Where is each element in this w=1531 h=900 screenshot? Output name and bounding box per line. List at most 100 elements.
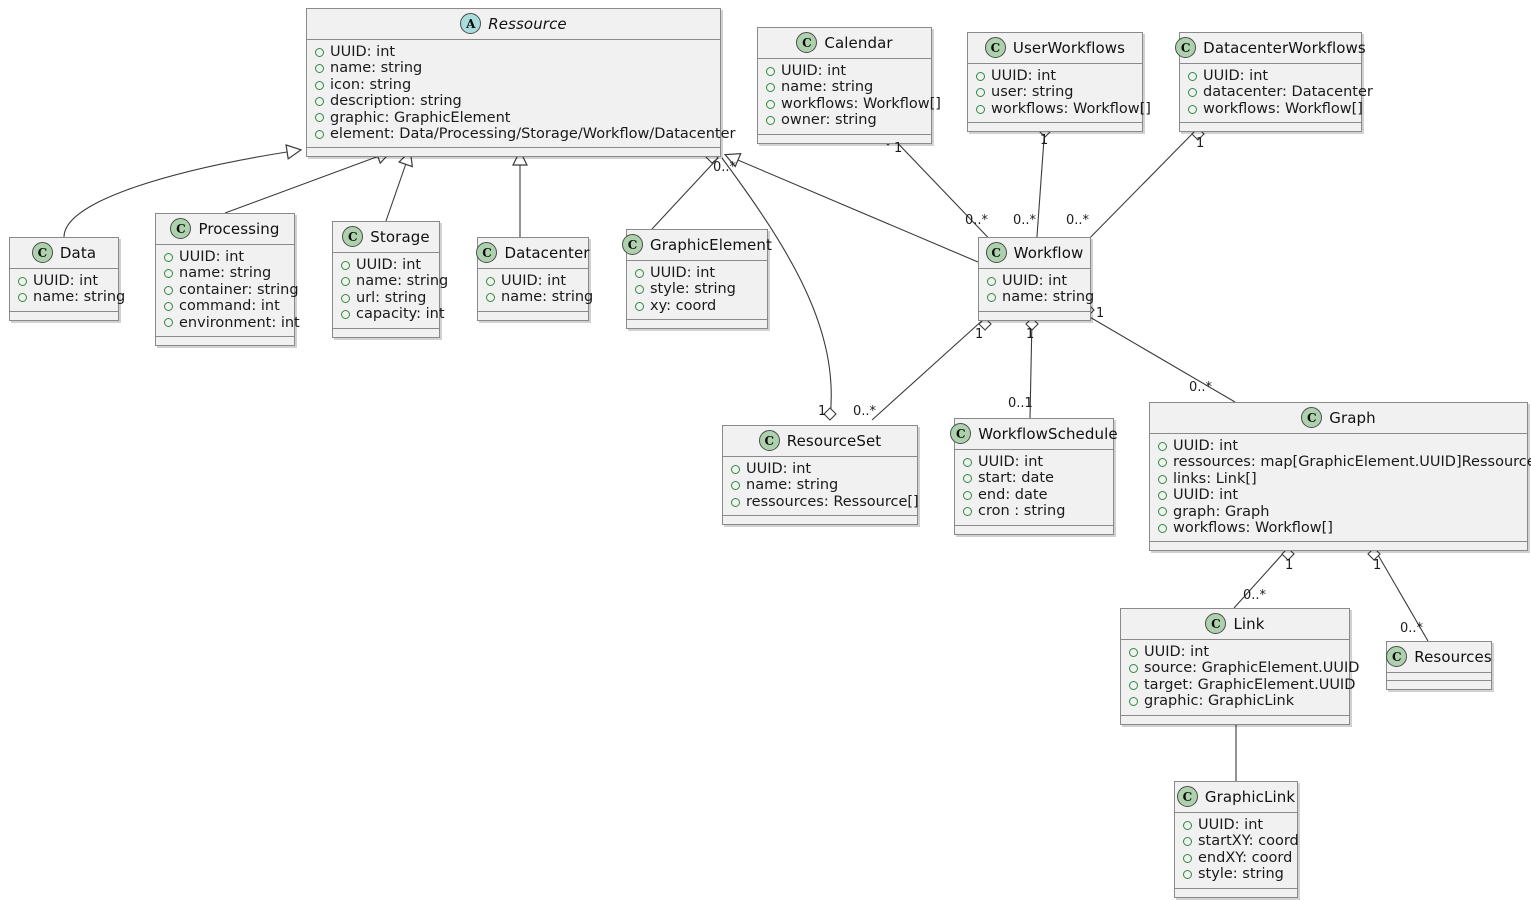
attribute-text: workflows: Workflow[] bbox=[991, 100, 1151, 117]
attribute-row: end: date bbox=[963, 487, 1105, 503]
visibility-public-icon bbox=[1158, 507, 1167, 517]
attribute-text: name: string bbox=[330, 60, 423, 77]
attribute-row: name: string bbox=[164, 265, 286, 281]
visibility-public-icon bbox=[1183, 853, 1192, 863]
multiplicity-label: 1 bbox=[818, 404, 827, 419]
operation-compartment-graphicelement bbox=[627, 320, 767, 329]
multiplicity-label: 1 bbox=[1096, 306, 1105, 321]
operation-compartment-data bbox=[10, 311, 118, 320]
attribute-text: name: string bbox=[356, 273, 449, 290]
attribute-row: url: string bbox=[341, 290, 431, 306]
attribute-row: UUID: int bbox=[766, 63, 923, 79]
operation-compartment-ressource bbox=[307, 148, 720, 157]
visibility-public-icon bbox=[18, 293, 27, 303]
visibility-public-icon bbox=[341, 293, 350, 303]
operation-compartment-graphiclink bbox=[1175, 888, 1297, 897]
class-name-workflow: Workflow bbox=[1013, 243, 1084, 262]
attribute-row: capacity: int bbox=[341, 306, 445, 322]
attribute-text: end: date bbox=[978, 486, 1048, 503]
attribute-compartment-resources bbox=[1387, 673, 1491, 681]
attribute-text: name: string bbox=[781, 79, 874, 96]
class-name-data: Data bbox=[59, 243, 97, 262]
class-icon: C bbox=[342, 226, 364, 247]
attribute-row: UUID: int bbox=[486, 273, 580, 289]
attribute-row: workflows: Workflow[] bbox=[766, 96, 941, 112]
class-icon: C bbox=[1176, 786, 1198, 807]
attribute-row: start: date bbox=[963, 470, 1105, 486]
attribute-text: source: GraphicElement.UUID bbox=[1144, 660, 1360, 677]
attribute-row: description: string bbox=[315, 93, 712, 109]
attribute-row: name: string bbox=[18, 289, 125, 305]
attribute-row: UUID: int bbox=[1188, 68, 1353, 84]
attribute-text: style: string bbox=[650, 281, 736, 298]
attribute-text: endXY: coord bbox=[1198, 849, 1293, 866]
visibility-public-icon bbox=[341, 277, 350, 287]
visibility-public-icon bbox=[1129, 647, 1138, 657]
visibility-public-icon bbox=[1183, 869, 1192, 879]
visibility-public-icon bbox=[486, 276, 495, 286]
class-name-link: Link bbox=[1233, 614, 1265, 633]
visibility-public-icon bbox=[164, 269, 173, 279]
attribute-row: UUID: int bbox=[1158, 487, 1519, 503]
attribute-text: ressources: Ressource[] bbox=[746, 493, 919, 510]
visibility-public-icon bbox=[766, 115, 775, 125]
attribute-text: UUID: int bbox=[356, 257, 422, 273]
attribute-row: style: string bbox=[635, 281, 759, 297]
attribute-text: command: int bbox=[179, 298, 280, 315]
attribute-text: container: string bbox=[179, 281, 299, 298]
attribute-row: command: int bbox=[164, 298, 286, 314]
attribute-row: graphic: GraphicLink bbox=[1129, 693, 1341, 709]
attribute-row: UUID: int bbox=[341, 257, 431, 273]
attribute-text: description: string bbox=[330, 93, 462, 110]
class-name-datacenter: Datacenter bbox=[504, 243, 590, 262]
multiplicity-label: 0..1 bbox=[1008, 396, 1033, 411]
attribute-row: UUID: int bbox=[976, 68, 1134, 84]
multiplicity-label: 1 bbox=[1196, 136, 1205, 151]
multiplicity-label: 0..* bbox=[853, 404, 877, 419]
operation-compartment-datacenter bbox=[478, 311, 588, 320]
attribute-row: target: GraphicElement.UUID bbox=[1129, 677, 1355, 693]
class-icon: C bbox=[950, 423, 972, 444]
attribute-row: datacenter: Datacenter bbox=[1188, 84, 1373, 100]
attribute-text: workflows: Workflow[] bbox=[781, 95, 941, 112]
attribute-row: element: Data/Processing/Storage/Workflo… bbox=[315, 126, 735, 142]
visibility-public-icon bbox=[1183, 820, 1192, 830]
class-icon: C bbox=[1175, 37, 1197, 58]
visibility-public-icon bbox=[1188, 71, 1197, 81]
multiplicity-label: 1 bbox=[1040, 133, 1049, 148]
multiplicity-label: 1 bbox=[1285, 558, 1294, 573]
visibility-public-icon bbox=[315, 129, 324, 139]
attribute-text: environment: int bbox=[179, 314, 300, 331]
visibility-public-icon bbox=[18, 276, 27, 286]
visibility-public-icon bbox=[1188, 88, 1197, 98]
attribute-row: style: string bbox=[1183, 866, 1289, 882]
visibility-public-icon bbox=[164, 301, 173, 311]
visibility-public-icon bbox=[315, 80, 324, 90]
attribute-row: endXY: coord bbox=[1183, 849, 1293, 866]
class-icon: C bbox=[1301, 407, 1323, 428]
abstract-class-icon: A bbox=[460, 13, 482, 34]
visibility-public-icon bbox=[1158, 474, 1167, 484]
